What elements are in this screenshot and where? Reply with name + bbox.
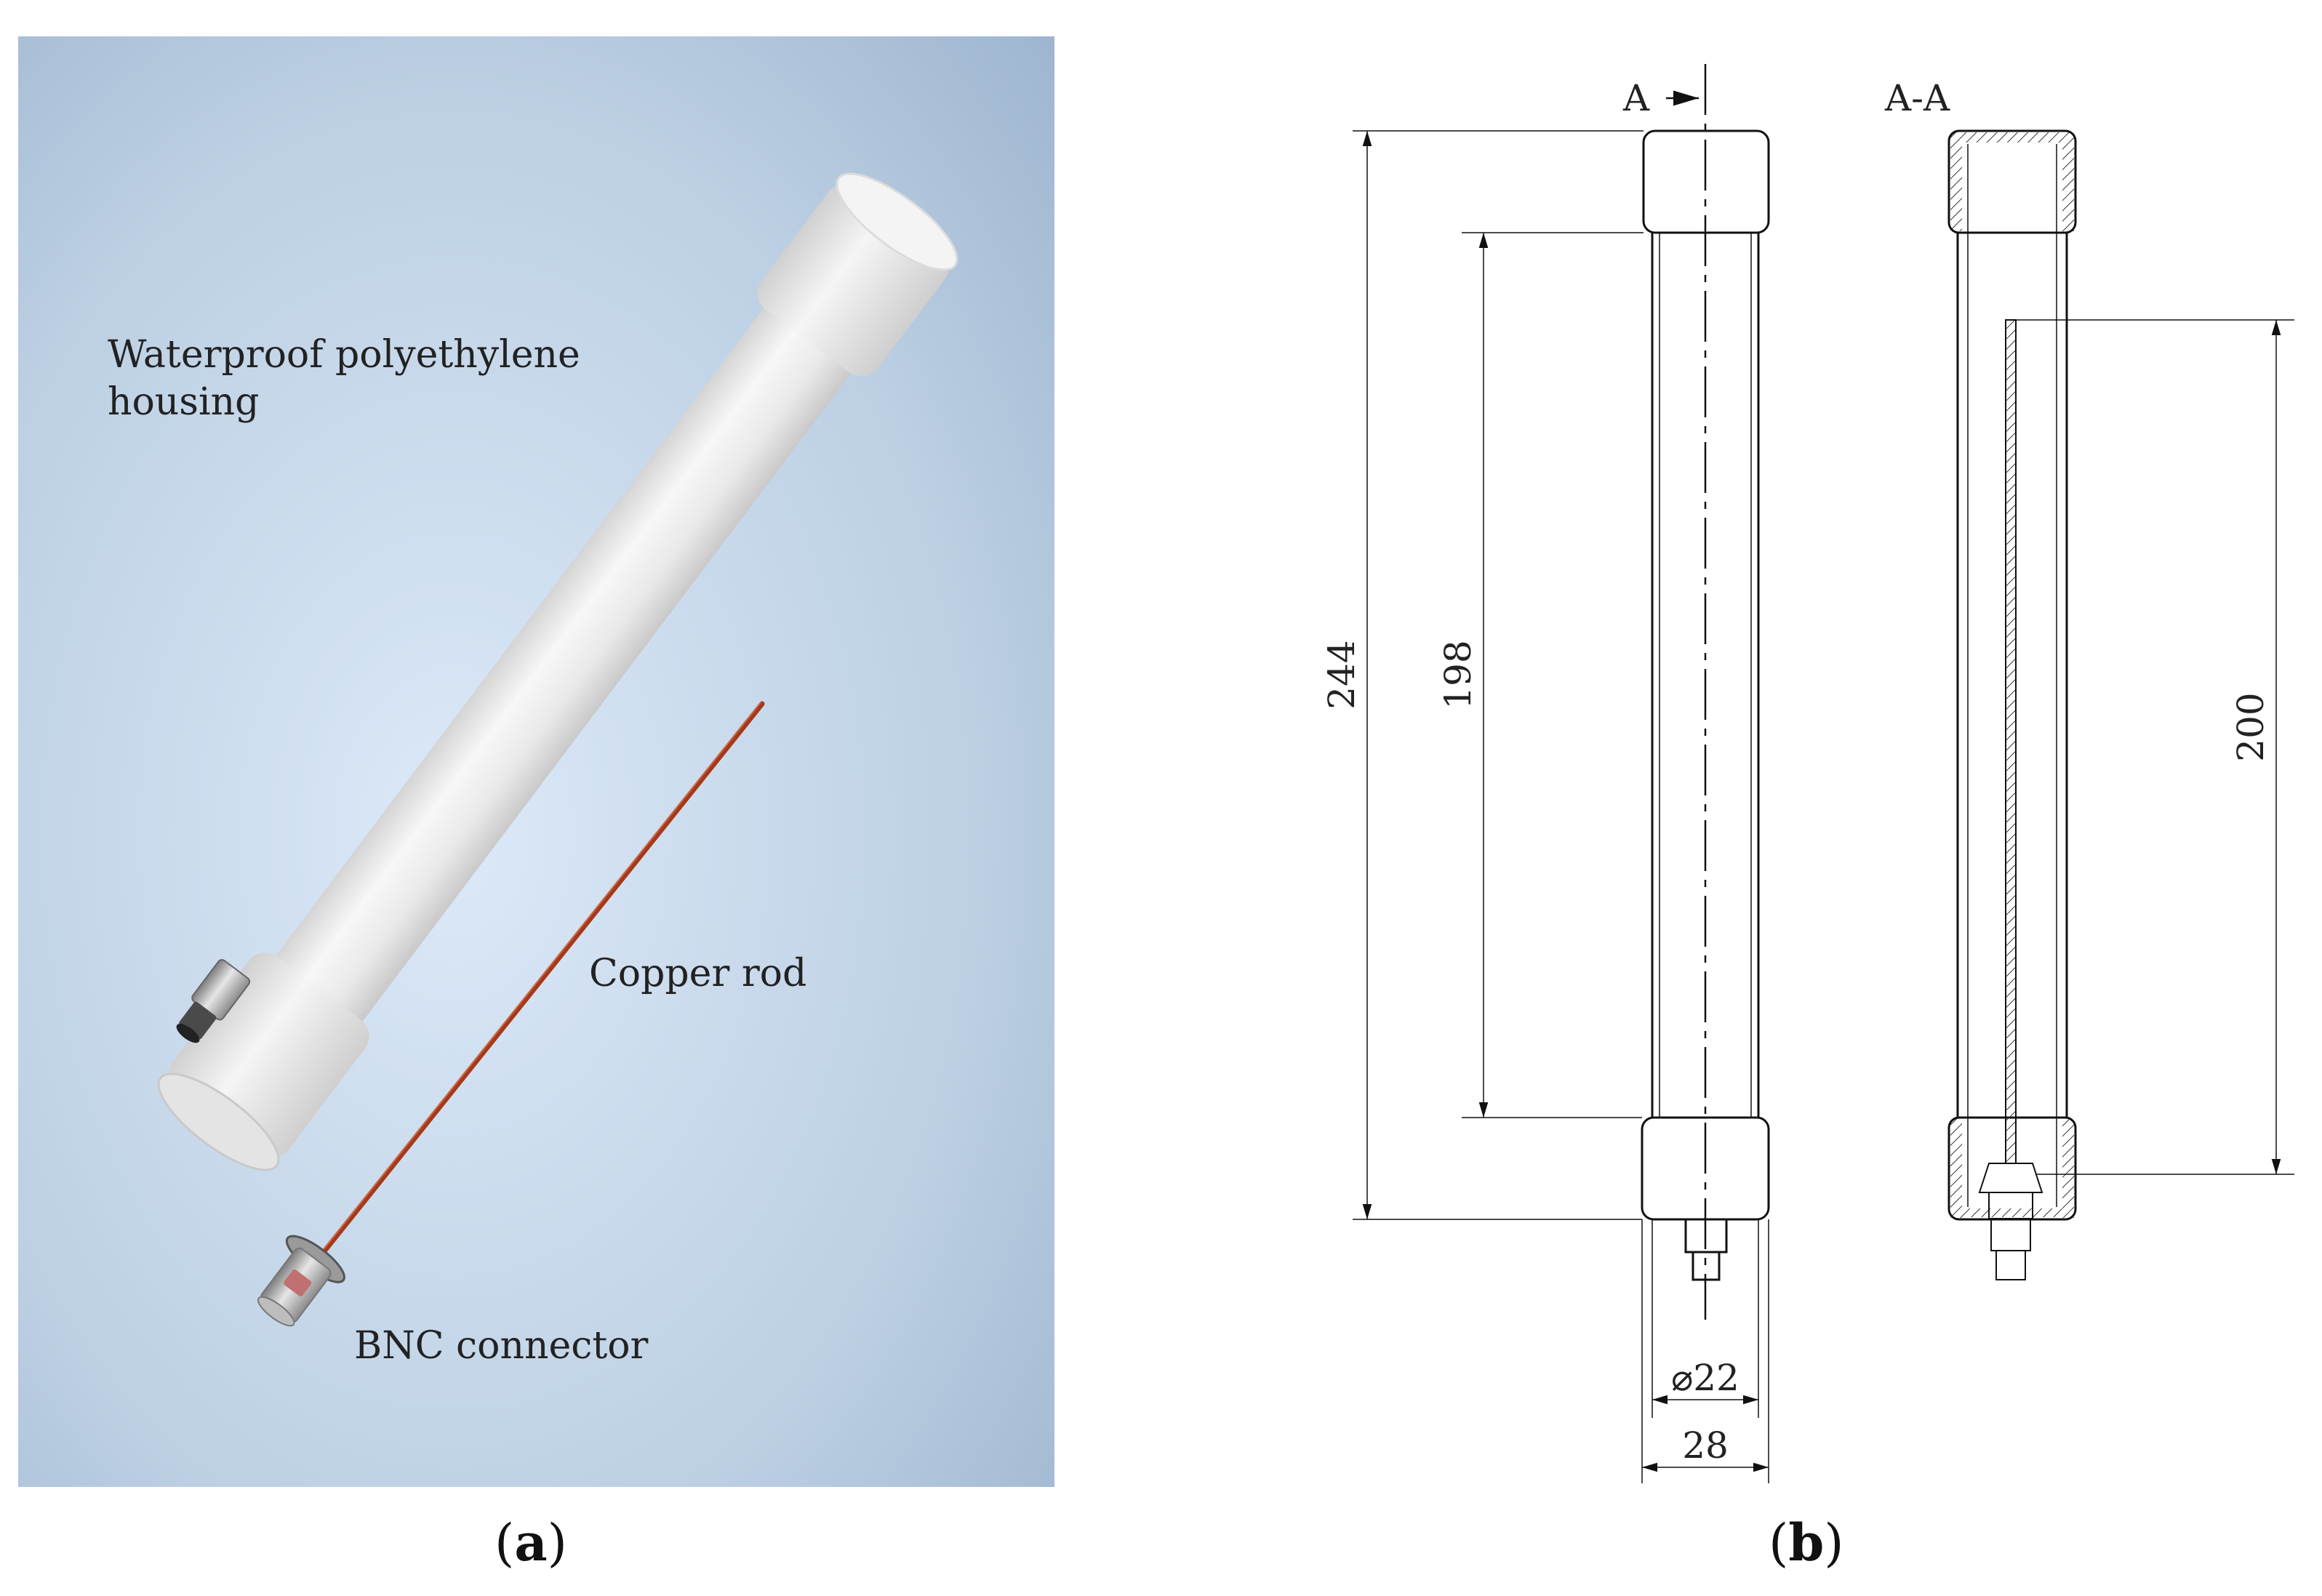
caption-b: (b): [1769, 1512, 1844, 1573]
render-illustration: Waterproof polyethylene housing Copper r…: [18, 36, 1054, 1487]
bnc-connector-part: [257, 1235, 345, 1327]
technical-drawing: A A-A 244 198 200 ⌀22 28: [1321, 64, 2294, 1483]
label-housing-line1: Waterproof polyethylene: [108, 333, 580, 377]
dim-198-label: 198: [1437, 640, 1479, 709]
render-panel: Waterproof polyethylene housing Copper r…: [18, 36, 1054, 1487]
caption-a: (a): [495, 1512, 567, 1573]
housing-bottom-face: [157, 1072, 280, 1171]
section-title: A-A: [1884, 77, 1950, 119]
front-view: [1641, 64, 1770, 1320]
section-view: [1947, 129, 2077, 1280]
section-rod: [2005, 319, 2017, 1164]
drawing-panel: A A-A 244 198 200 ⌀22 28: [1236, 36, 2322, 1491]
section-marker-label: A: [1622, 77, 1650, 119]
copper-rod: [321, 701, 765, 1255]
dim-200-label: 200: [2230, 692, 2272, 761]
dim-22-label: ⌀22: [1671, 1357, 1740, 1399]
housing-top-face: [836, 172, 958, 271]
caption-a-letter: a: [514, 1512, 548, 1573]
caption-b-letter: b: [1788, 1512, 1825, 1573]
housing-tube: [227, 249, 893, 1088]
label-bnc-connector: BNC connector: [354, 1324, 649, 1368]
dim-244-label: 244: [1321, 640, 1363, 709]
label-housing-line2: housing: [108, 380, 259, 424]
label-copper-rod: Copper rod: [589, 952, 806, 995]
dim-28-label: 28: [1682, 1424, 1729, 1467]
housing-bnc-connector: [176, 959, 251, 1043]
